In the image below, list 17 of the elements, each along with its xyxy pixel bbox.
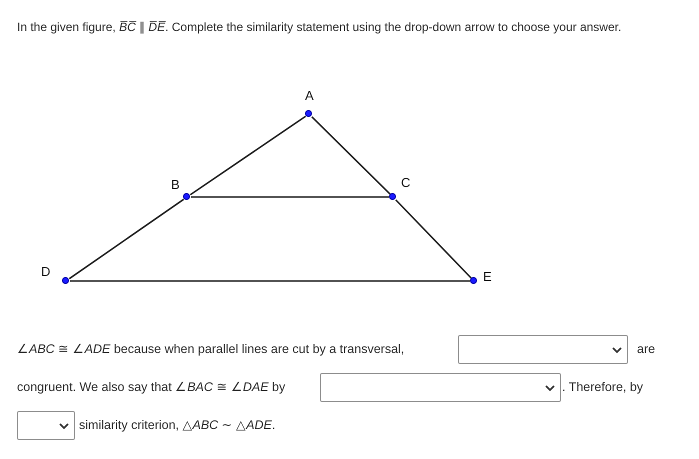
point-label: E xyxy=(483,269,492,284)
statement-text: similarity criterion, △ABC ∼ △ADE. xyxy=(79,417,276,433)
line-segment xyxy=(68,198,184,280)
line-segment xyxy=(311,116,391,195)
point-label: D xyxy=(41,264,50,279)
line-segment xyxy=(70,280,470,282)
statement-text: congruent. We also say that ∠BAC ≅ ∠DAE by xyxy=(17,379,286,395)
point-label: C xyxy=(401,175,410,190)
point-label: A xyxy=(305,88,314,103)
line-segment xyxy=(395,199,472,279)
point-label: B xyxy=(171,177,180,192)
statement-text: . Therefore, by xyxy=(562,379,644,395)
statement-text: ∠ABC ≅ ∠ADE because when parallel lines are cut by a transversal, xyxy=(17,341,404,357)
line-segment xyxy=(190,116,306,196)
statement-text: are xyxy=(637,341,656,357)
question-text: In the given figure, B̅C̅ ∥ D̅E̅. Complete the similarity statement using the drop-down arrow to choose your answer. xyxy=(17,19,622,36)
line-segment xyxy=(191,196,389,198)
